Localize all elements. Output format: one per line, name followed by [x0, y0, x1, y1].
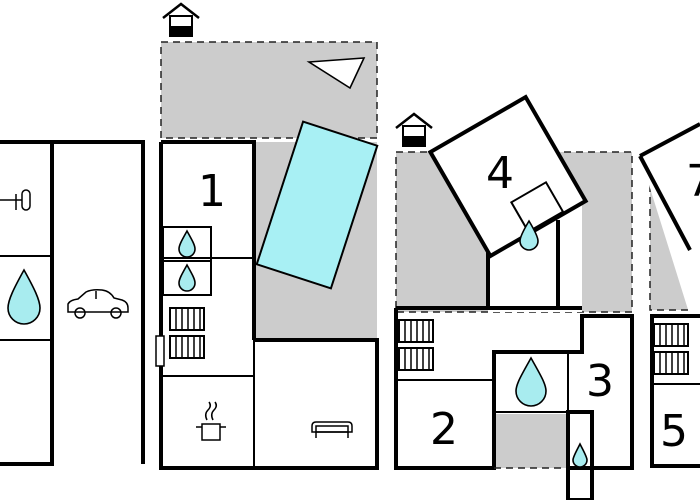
north-arrow-icon — [306, 57, 366, 90]
building-2-3-4: 4 2 3 — [394, 94, 634, 500]
room-1-label: 1 — [198, 166, 226, 217]
radiator-icon — [169, 335, 205, 359]
water-drop-icon — [178, 263, 196, 292]
room-7-label: 7 — [686, 156, 700, 207]
shower-cubicle — [566, 410, 594, 500]
room-2-label: 2 — [430, 404, 458, 455]
radiator-icon — [653, 323, 689, 347]
sofa-icon — [311, 421, 353, 438]
water-drop-icon — [519, 219, 539, 251]
building-1-walls — [161, 140, 256, 340]
unit-5-outline — [650, 314, 700, 468]
garage-building — [0, 140, 145, 466]
unit-7-wall — [638, 155, 692, 251]
radiator-icon — [398, 319, 434, 343]
house-icon — [395, 112, 433, 147]
car-icon — [67, 289, 129, 319]
room-5-label: 5 — [660, 406, 688, 457]
unit-7-wall — [639, 122, 700, 158]
room-3-label: 3 — [586, 356, 614, 407]
lower-block-outline — [394, 308, 634, 470]
garage-outline — [52, 140, 145, 464]
house-icon — [162, 2, 200, 37]
bathroom-box — [493, 351, 569, 413]
swimming-pool — [255, 120, 379, 290]
building-1: 1 — [155, 2, 379, 470]
left-unit-outline — [0, 140, 54, 466]
radiator-icon — [169, 307, 205, 331]
building-5-7: 7 5 — [638, 122, 700, 468]
water-drop-icon — [515, 356, 547, 407]
terrace-area — [160, 41, 378, 139]
water-drop-icon — [7, 268, 41, 325]
radiator-icon — [398, 347, 434, 371]
bathroom-box — [162, 260, 212, 296]
water-drop-icon — [572, 442, 588, 468]
unit-7-floor — [640, 124, 700, 316]
lower-courtyard — [494, 414, 568, 468]
radiator-icon — [653, 351, 689, 375]
shower-icon — [0, 189, 31, 211]
room-4-label: 4 — [486, 148, 514, 199]
cooking-pot-icon — [196, 401, 226, 441]
water-drop-icon — [178, 229, 196, 258]
door — [155, 335, 165, 367]
unit-4 — [427, 94, 589, 259]
